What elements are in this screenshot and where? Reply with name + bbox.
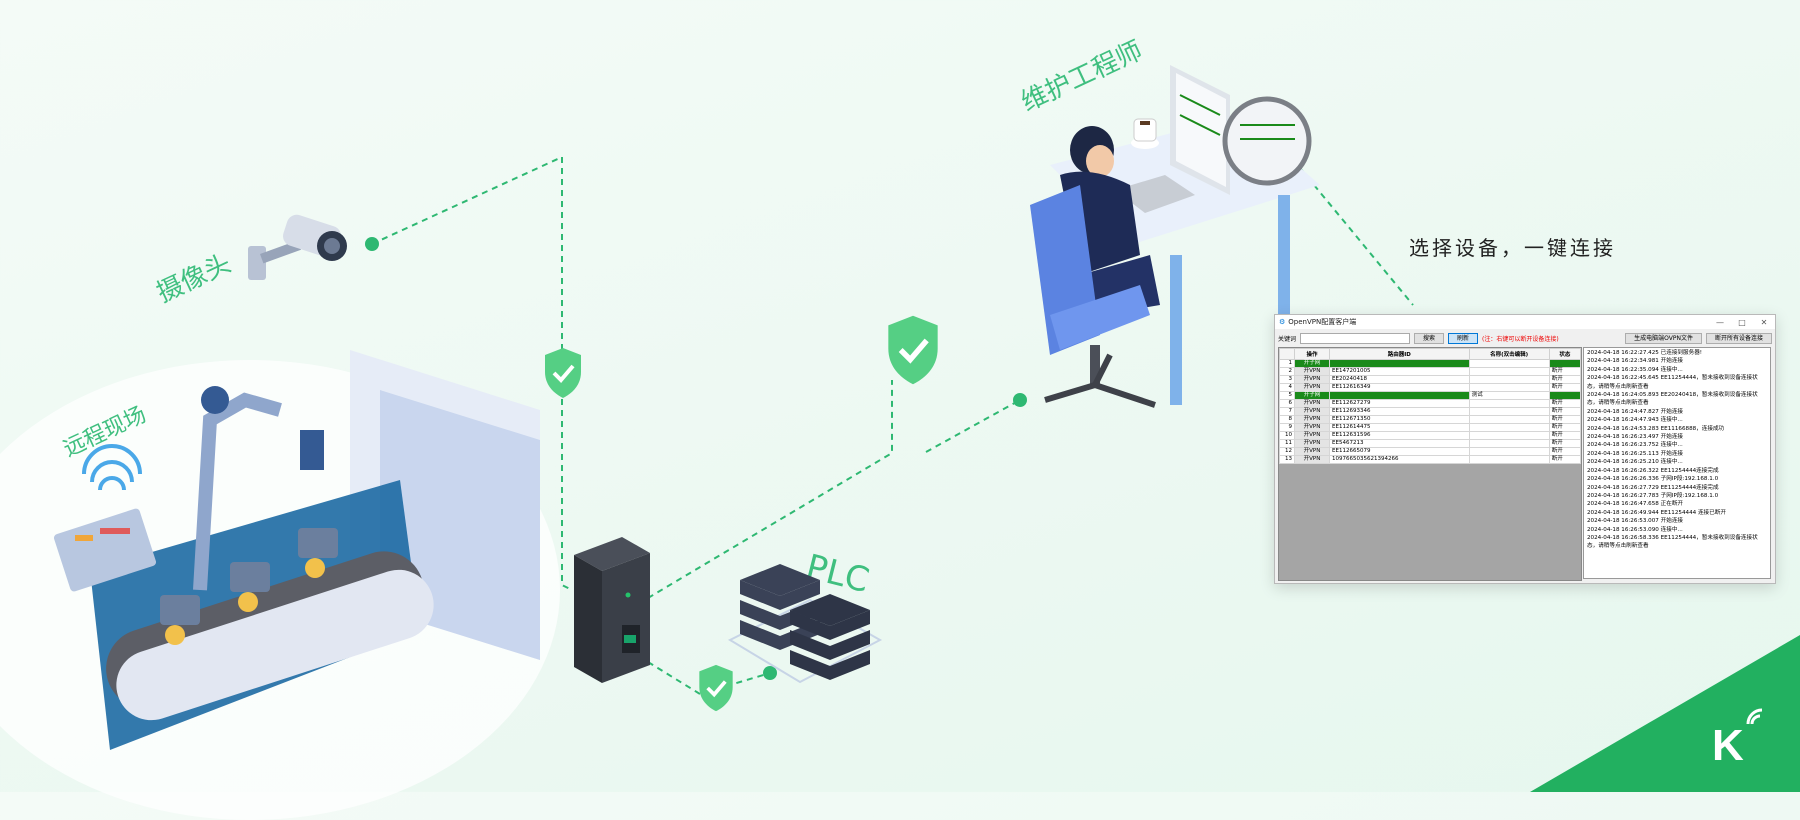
log-line: 2024-04-18 16:24:05.893 EE20240418，暂未接收到… — [1587, 392, 1758, 407]
log-line: 2024-04-18 16:26:26.336 子网IP段:192.168.1.… — [1587, 476, 1719, 483]
window-title: OpenVPN配置客户端 — [1288, 318, 1357, 326]
status-cell: 断开 — [1548, 455, 1582, 464]
toolbar: 关键词 搜索 刷新 (注：右键可以断开设备连接) 生成电脑端OVPN文件 断开所… — [1275, 329, 1775, 347]
hint-note: (注：右键可以断开设备连接) — [1482, 335, 1559, 343]
log-line: 2024-04-18 16:22:35.094 连接中... — [1587, 366, 1683, 373]
log-line: 2024-04-18 16:24:47.827 开始连接 — [1587, 408, 1684, 415]
minimize-button[interactable]: — — [1716, 317, 1724, 327]
log-line: 2024-04-18 16:26:27.729 EE11254444连接完成 — [1587, 484, 1719, 491]
keyword-label: 关键词 — [1278, 335, 1297, 343]
log-line: 2024-04-18 16:26:27.783 子网IP段:192.168.1.… — [1587, 492, 1719, 499]
log-line: 2024-04-18 16:26:25.210 连接中... — [1587, 459, 1683, 466]
log-panel[interactable]: 2024-04-18 16:22:27.425 已连接到服务器! 2024-04-… — [1583, 347, 1771, 579]
security-shield-icon — [699, 664, 733, 712]
log-line: 2024-04-18 16:22:34.981 开始连接 — [1587, 358, 1684, 365]
security-shield-icon — [888, 315, 938, 385]
openvpn-client-window[interactable]: ⚙ OpenVPN配置客户端 — □ ✕ 关键词 搜索 刷新 (注：右键可以断开… — [1274, 314, 1776, 584]
window-title-bar: ⚙ OpenVPN配置客户端 — □ ✕ — [1275, 315, 1775, 329]
log-line: 2024-04-18 16:26:53.090 连接中... — [1587, 526, 1683, 533]
row-action-button[interactable]: 开VPN — [1294, 455, 1330, 464]
app-icon: ⚙ — [1279, 318, 1286, 326]
disconnect-all-button[interactable]: 断开所有设备连接 — [1705, 332, 1772, 344]
log-line: 2024-04-18 16:26:58.336 EE11254444，暂未接收到… — [1587, 534, 1758, 550]
log-line: 2024-04-18 16:26:23.497 开始连接 — [1587, 434, 1684, 441]
svg-text:K: K — [1712, 721, 1744, 770]
log-line: 2024-04-18 16:26:25.113 开始连接 — [1587, 450, 1684, 457]
generate-ovpn-button[interactable]: 生成电脑端OVPN文件 — [1625, 332, 1702, 344]
monitor-to-app-line — [1299, 167, 1414, 306]
slogan-text: 选择设备，一键连接 — [1409, 236, 1616, 260]
router-device — [574, 537, 650, 683]
refresh-button[interactable]: 刷新 — [1448, 332, 1479, 344]
log-line: 2024-04-18 16:26:49.944 EE11254444 连接已断开 — [1587, 509, 1726, 516]
camera-illustration — [248, 214, 347, 280]
log-line: 2024-04-18 16:22:27.425 已连接到服务器! — [1587, 350, 1703, 356]
keyword-input[interactable] — [1300, 332, 1411, 344]
router-to-engineer-line — [647, 380, 1021, 599]
brand-corner: K — [1530, 635, 1800, 792]
log-line: 2024-04-18 16:26:53.007 开始连接 — [1587, 518, 1684, 525]
log-line: 2024-04-18 16:26:23.752 连接中... — [1587, 442, 1683, 449]
log-line: 2024-04-18 16:24:53.283 EE11166888，连接成功 — [1587, 425, 1725, 432]
log-line: 2024-04-18 16:24:47.943 连接中... — [1587, 417, 1683, 424]
maximize-button[interactable]: □ — [1738, 317, 1746, 327]
log-line: 2024-04-18 16:26:47.658 正在断开 — [1587, 501, 1684, 508]
security-shield-icon — [545, 348, 581, 398]
plc-devices — [727, 564, 883, 684]
engineer-illustration — [1030, 65, 1320, 408]
factory-illustration — [53, 350, 540, 750]
log-line: 2024-04-18 16:22:45.645 EE11254444，暂未接收到… — [1587, 375, 1758, 390]
log-line: 2024-04-18 16:26:26.322 EE11254444连接完成 — [1587, 467, 1719, 474]
close-button[interactable]: ✕ — [1760, 317, 1768, 327]
search-button[interactable]: 搜索 — [1414, 332, 1445, 344]
